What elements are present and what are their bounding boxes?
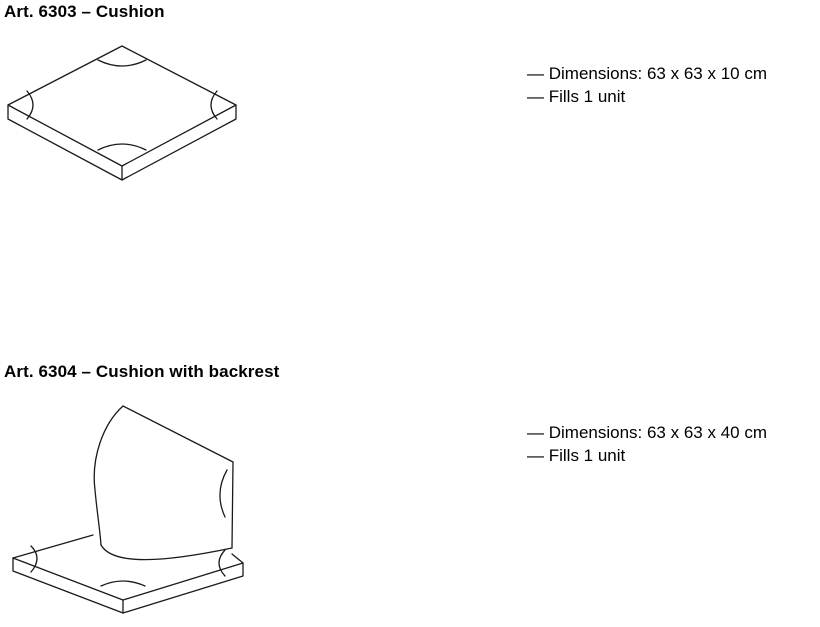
specs-art-6304: — Dimensions: 63 x 63 x 40 cm — Fills 1 …: [527, 421, 767, 467]
specs-art-6303: — Dimensions: 63 x 63 x 10 cm — Fills 1 …: [527, 62, 767, 108]
spec-dimensions: — Dimensions: 63 x 63 x 40 cm: [527, 423, 767, 442]
spec-fills: — Fills 1 unit: [527, 87, 626, 106]
cushion-backrest-illustration: [5, 400, 255, 620]
cushion-flat-illustration: [3, 42, 243, 192]
cushion-backrest-drawing-icon: [12, 405, 244, 614]
cushion-flat-drawing-icon: [7, 45, 237, 181]
spec-fills: — Fills 1 unit: [527, 446, 626, 465]
spec-dimensions: — Dimensions: 63 x 63 x 10 cm: [527, 64, 767, 83]
section-title-art-6304: Art. 6304 – Cushion with backrest: [4, 362, 280, 381]
section-title-art-6303: Art. 6303 – Cushion: [4, 2, 165, 21]
